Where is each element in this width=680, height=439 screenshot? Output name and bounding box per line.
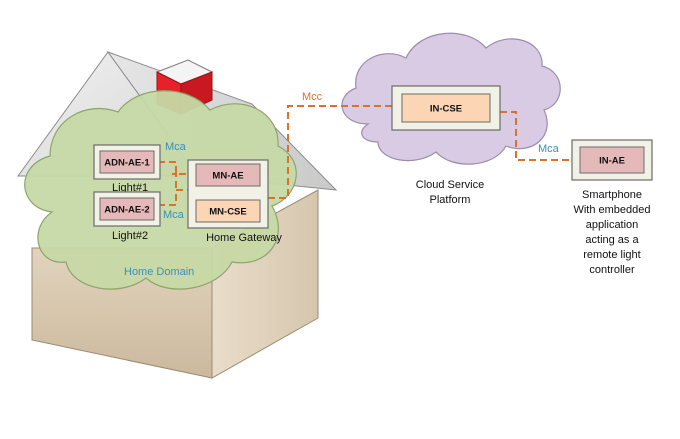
adn-ae-2-box: [99, 197, 155, 221]
smartphone-caption-line-6: controller: [589, 264, 635, 276]
in-ae-node: IN-AE: [571, 139, 653, 181]
light-1-caption: Light#1: [112, 182, 148, 194]
link-light1-light2: [172, 173, 177, 190]
mca-label-light-2: Mca: [163, 209, 185, 221]
link-light2-gateway: [158, 189, 188, 206]
smartphone-caption-line-3: application: [586, 219, 639, 231]
smartphone-caption-line-5: remote light: [583, 249, 640, 261]
home-domain-label: Home Domain: [124, 266, 194, 278]
light-2-caption: Light#2: [112, 230, 148, 242]
adn-ae-2-label: ADN-AE-2: [104, 205, 149, 216]
home-domain-cloud: [24, 90, 297, 290]
link-mcc-gateway-to-in-cse: [268, 105, 392, 199]
in-cse-box: [401, 93, 491, 123]
mn-cse-box: [195, 199, 261, 223]
light-2: ADN-AE-2 Light#2: [93, 191, 161, 242]
in-cse-node: IN-CSE: [391, 85, 501, 131]
home-gateway-caption: Home Gateway: [206, 232, 282, 244]
link-mca-in-cse-to-in-ae: [500, 111, 572, 161]
mca-label-light-1: Mca: [165, 141, 187, 153]
in-ae-box: [579, 146, 645, 174]
in-cse-label: IN-CSE: [430, 104, 462, 115]
mca-label-phone: Mca: [538, 143, 560, 155]
mn-cse-label: MN-CSE: [209, 207, 246, 218]
home-gateway: MN-AE MN-CSE Home Gateway: [187, 159, 282, 244]
in-ae-label: IN-AE: [599, 156, 625, 167]
cloud-caption-line-2: Platform: [430, 194, 471, 206]
cloud-caption-line-1: Cloud Service: [416, 179, 484, 191]
smartphone-caption-line-1: Smartphone: [582, 189, 642, 201]
adn-ae-1-box: [99, 150, 155, 174]
smartphone-caption-line-2: With embedded: [573, 204, 650, 216]
light-1: ADN-AE-1 Light#1: [93, 144, 161, 194]
adn-ae-1-label: ADN-AE-1: [104, 158, 150, 169]
link-light1-gateway: [158, 161, 188, 175]
mcc-label: Mcc: [302, 91, 323, 103]
smartphone-caption-line-4: acting as a: [585, 234, 639, 246]
connectors: [158, 105, 572, 206]
mn-ae-label: MN-AE: [212, 171, 243, 182]
mn-ae-box: [195, 163, 261, 187]
